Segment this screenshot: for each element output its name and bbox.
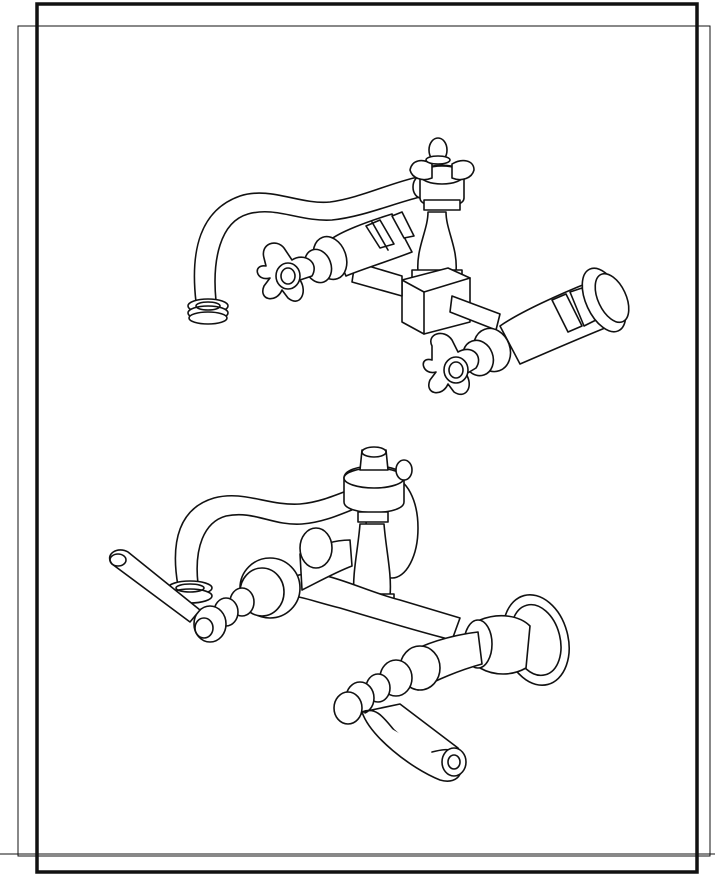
left-cross-handle	[256, 242, 315, 302]
center-spindle-2	[343, 446, 419, 607]
right-cross-handle	[422, 332, 480, 396]
left-lever-handle	[108, 549, 201, 623]
spout-2	[167, 481, 375, 604]
right-lever-handle	[361, 703, 467, 782]
left-body-2	[193, 527, 461, 643]
lever-handle-faucet-figure	[108, 446, 570, 782]
cross-handle-faucet-figure	[187, 137, 630, 396]
mounting-block	[401, 267, 471, 335]
outer-frame	[17, 25, 711, 857]
center-spindle	[409, 137, 475, 283]
inner-frame	[35, 2, 699, 874]
right-body	[449, 267, 630, 377]
right-body-2	[333, 594, 570, 725]
left-body	[303, 211, 415, 297]
